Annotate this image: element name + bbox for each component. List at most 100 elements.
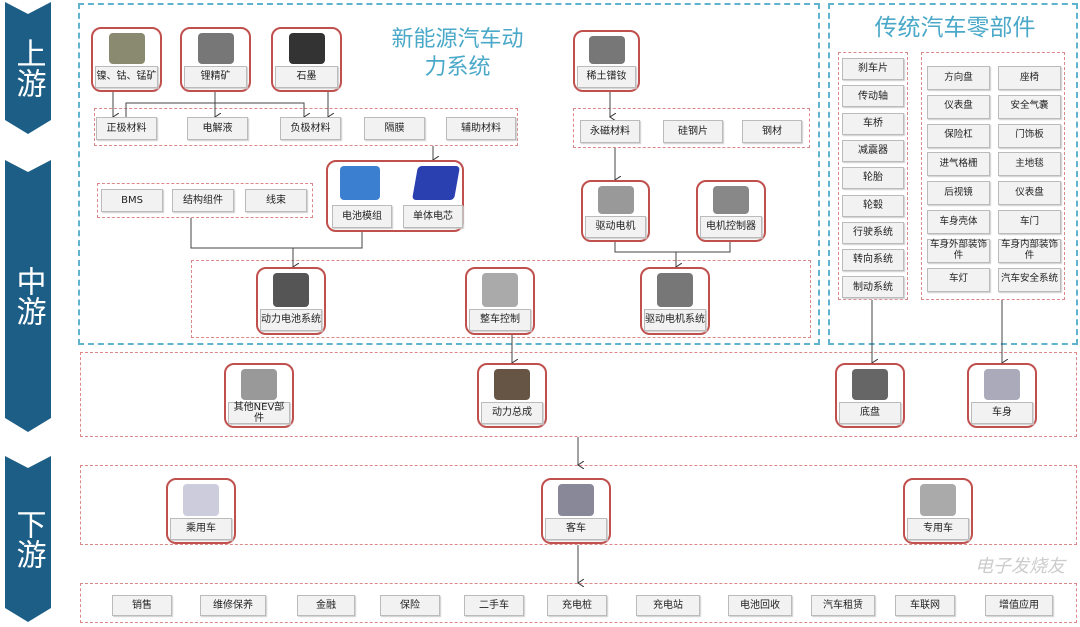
trad-left-item: 行驶系统 xyxy=(842,221,904,244)
service-item: 汽车租赁 xyxy=(811,595,875,616)
stage-upstream: 上游 xyxy=(5,2,51,134)
service-item: 金融 xyxy=(297,595,355,616)
trad-left-item: 减震器 xyxy=(842,139,904,162)
trad-right-item: 方向盘 xyxy=(927,66,990,90)
drive-motor-label: 驱动电机 xyxy=(585,216,646,238)
assembly-image xyxy=(494,369,530,400)
vehicle-label: 乘用车 xyxy=(170,518,232,540)
vehicle-label: 专用车 xyxy=(907,518,969,540)
motor-controller-image xyxy=(713,186,749,214)
system-image xyxy=(482,273,518,307)
vehicle-label: 客车 xyxy=(545,518,607,540)
traditional-parts-region xyxy=(828,3,1078,345)
battery-cell-image xyxy=(412,166,460,200)
raw-material-image xyxy=(197,33,234,64)
trad-right-item: 仪表盘 xyxy=(927,94,990,119)
service-item: 电池回收 xyxy=(728,595,792,616)
motor-controller-label: 电机控制器 xyxy=(700,216,762,238)
trad-right-item: 后视镜 xyxy=(927,181,990,206)
trad-left-item: 制动系统 xyxy=(842,276,904,299)
raw-material-image xyxy=(288,33,325,64)
service-item: 二手车 xyxy=(464,595,524,616)
systems-group xyxy=(191,260,811,338)
rare-earth-image xyxy=(588,36,625,64)
motor-material-item: 永磁材料 xyxy=(580,120,640,143)
service-item: 保险 xyxy=(380,595,440,616)
watermark: 电子发烧友 xyxy=(975,556,1065,577)
battery-module-label: 电池模组 xyxy=(332,205,392,228)
trad-right-item: 保险杠 xyxy=(927,123,990,148)
trad-right-item: 安全气囊 xyxy=(998,94,1061,119)
trad-right-item: 车门 xyxy=(998,210,1061,234)
material-item: 电解液 xyxy=(187,117,248,140)
trad-left-item: 刹车片 xyxy=(842,58,904,80)
materials-group xyxy=(94,108,518,146)
vehicle-image xyxy=(920,484,956,516)
service-item: 维修保养 xyxy=(200,595,266,616)
trad-right-item: 座椅 xyxy=(998,66,1061,90)
battery-cell-label: 单体电芯 xyxy=(403,205,463,228)
motor-material-item: 硅钢片 xyxy=(663,120,723,143)
battery-part-item: 线束 xyxy=(245,189,307,212)
trad-left-item: 转向系统 xyxy=(842,249,904,272)
raw-material-label: 镍、钴、锰矿 xyxy=(95,66,158,88)
stage-downstream: 下游 xyxy=(5,456,51,622)
battery-parts-group xyxy=(97,183,313,218)
trad-left-group xyxy=(838,52,908,300)
raw-material-label: 锂精矿 xyxy=(184,66,247,88)
rare-earth-label: 稀土镨钕 xyxy=(577,66,636,88)
trad-left-item: 轮毂 xyxy=(842,194,904,217)
trad-right-group xyxy=(921,52,1065,300)
raw-material-image xyxy=(108,33,145,64)
stage-label: 下游 xyxy=(10,509,46,569)
vehicle-image xyxy=(558,484,594,516)
trad-right-item: 车身外部装饰件 xyxy=(927,238,990,263)
system-image xyxy=(657,273,693,307)
trad-right-item: 主地毯 xyxy=(998,152,1061,177)
system-label: 整车控制 xyxy=(469,309,531,331)
trad-left-item: 车桥 xyxy=(842,112,904,135)
assembly-label: 车身 xyxy=(971,402,1033,424)
nev-powertrain-region xyxy=(78,3,820,345)
trad-right-item: 仪表盘 xyxy=(998,181,1061,206)
vehicle-image xyxy=(183,484,219,516)
nev-title: 新能源汽车动力系统 xyxy=(391,27,524,80)
battery-part-item: BMS xyxy=(101,189,163,212)
trad-left-item: 轮胎 xyxy=(842,167,904,190)
stage-midstream: 中游 xyxy=(5,160,51,432)
material-item: 隔膜 xyxy=(364,117,425,140)
motor-materials-group xyxy=(573,108,810,148)
traditional-title: 传统汽车零部件 xyxy=(874,15,1036,41)
assembly-label: 底盘 xyxy=(839,402,901,424)
trad-right-item: 进气格栅 xyxy=(927,152,990,177)
raw-material-label: 石墨 xyxy=(275,66,338,88)
trad-right-item: 汽车安全系统 xyxy=(998,267,1061,292)
service-item: 充电桩 xyxy=(547,595,607,616)
stage-label: 中游 xyxy=(10,266,46,326)
battery-module-image xyxy=(340,166,380,200)
service-item: 增值应用 xyxy=(985,595,1053,616)
system-label: 驱动电机系统 xyxy=(644,309,706,331)
assembly-image xyxy=(241,369,277,400)
drive-motor-image xyxy=(597,186,634,214)
assemblies-group xyxy=(80,352,1077,437)
trad-right-item: 门饰板 xyxy=(998,123,1061,148)
stage-label: 上游 xyxy=(10,38,46,98)
battery-part-item: 结构组件 xyxy=(172,189,234,212)
motor-material-item: 钢材 xyxy=(742,120,802,143)
assembly-label: 动力总成 xyxy=(481,402,543,424)
service-item: 销售 xyxy=(112,595,172,616)
trad-right-item: 车身内部装饰件 xyxy=(998,238,1061,263)
assembly-image xyxy=(984,369,1020,400)
system-label: 动力电池系统 xyxy=(260,309,322,331)
trad-right-item: 车灯 xyxy=(927,267,990,292)
assembly-image xyxy=(852,369,888,400)
trad-right-item: 车身壳体 xyxy=(927,210,990,234)
system-image xyxy=(273,273,309,307)
service-item: 充电站 xyxy=(636,595,700,616)
material-item: 负极材料 xyxy=(280,117,341,140)
material-item: 辅助材料 xyxy=(446,117,516,140)
service-item: 车联网 xyxy=(895,595,955,616)
material-item: 正极材料 xyxy=(96,117,157,140)
assembly-label: 其他NEV部件 xyxy=(228,402,290,424)
